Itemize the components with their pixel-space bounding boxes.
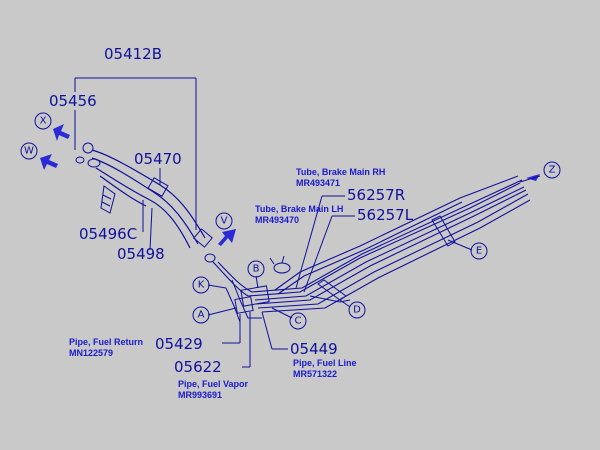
arrow-W-icon <box>40 154 58 170</box>
leader-56257L-v <box>303 215 333 293</box>
svg-text:E: E <box>476 246 482 257</box>
label-05456: 05456 <box>49 92 97 110</box>
desc-brake-lh-code: MR493470 <box>255 215 299 225</box>
desc-brake-lh-name: Tube, Brake Main LH <box>255 204 343 214</box>
hose-clamp-icon <box>75 142 101 168</box>
label-56257R: 56257R <box>347 186 405 204</box>
part-05496C-icon <box>100 185 116 214</box>
label-05496C: 05496C <box>79 225 137 243</box>
callout-A: A <box>192 306 210 324</box>
bracket-05412B <box>74 77 197 230</box>
leader-E <box>447 239 473 251</box>
desc-fuel-return-name: Pipe, Fuel Return <box>69 337 143 347</box>
label-05498: 05498 <box>117 245 165 263</box>
svg-text:V: V <box>221 216 228 227</box>
arrow-V-icon <box>218 229 236 246</box>
leader-05449-v <box>261 311 273 350</box>
leader-B <box>255 275 259 289</box>
leader-56257R-v <box>295 195 323 289</box>
svg-text:Z: Z <box>549 165 556 176</box>
callout-B: B <box>247 260 265 278</box>
callout-E: E <box>470 242 488 260</box>
desc-brake-rh-code: MR493471 <box>296 178 340 188</box>
svg-text:B: B <box>253 264 260 275</box>
leader-A <box>207 307 237 316</box>
label-05470: 05470 <box>134 150 182 168</box>
desc-fuel-line-code: MR571322 <box>293 369 337 379</box>
leader-K <box>207 284 227 289</box>
svg-text:C: C <box>295 316 302 327</box>
svg-text:D: D <box>353 305 361 316</box>
pipe-bundle <box>212 175 531 323</box>
desc-brake-rh-name: Tube, Brake Main RH <box>296 167 385 177</box>
desc-fuel-line-name: Pipe, Fuel Line <box>293 358 357 368</box>
label-05449: 05449 <box>290 340 338 358</box>
filler-hose-assembly <box>91 149 216 263</box>
leader-D <box>339 299 351 308</box>
label-05429: 05429 <box>155 335 203 353</box>
svg-text:A: A <box>198 310 205 321</box>
leader-C <box>271 307 293 319</box>
callout-Z: Z <box>543 161 561 179</box>
arrow-Z-icon <box>526 174 540 181</box>
callout-K: K <box>192 276 210 294</box>
label-56257L: 56257L <box>357 206 414 224</box>
desc-fuel-vapor-name: Pipe, Fuel Vapor <box>178 379 249 389</box>
svg-text:X: X <box>40 116 47 127</box>
label-05412B: 05412B <box>104 45 162 63</box>
svg-text:W: W <box>24 146 34 157</box>
callout-C: C <box>289 312 307 330</box>
label-05622: 05622 <box>174 358 222 376</box>
arrow-X-icon <box>53 124 70 141</box>
desc-fuel-return-code: MN122579 <box>69 348 113 358</box>
callout-V: V <box>215 212 233 230</box>
callout-X: X <box>34 112 52 130</box>
callout-D: D <box>348 301 366 319</box>
callout-W: W <box>20 142 38 160</box>
svg-text:K: K <box>198 280 205 291</box>
leader-05498 <box>149 207 153 251</box>
desc-fuel-vapor-code: MR993691 <box>178 390 222 400</box>
